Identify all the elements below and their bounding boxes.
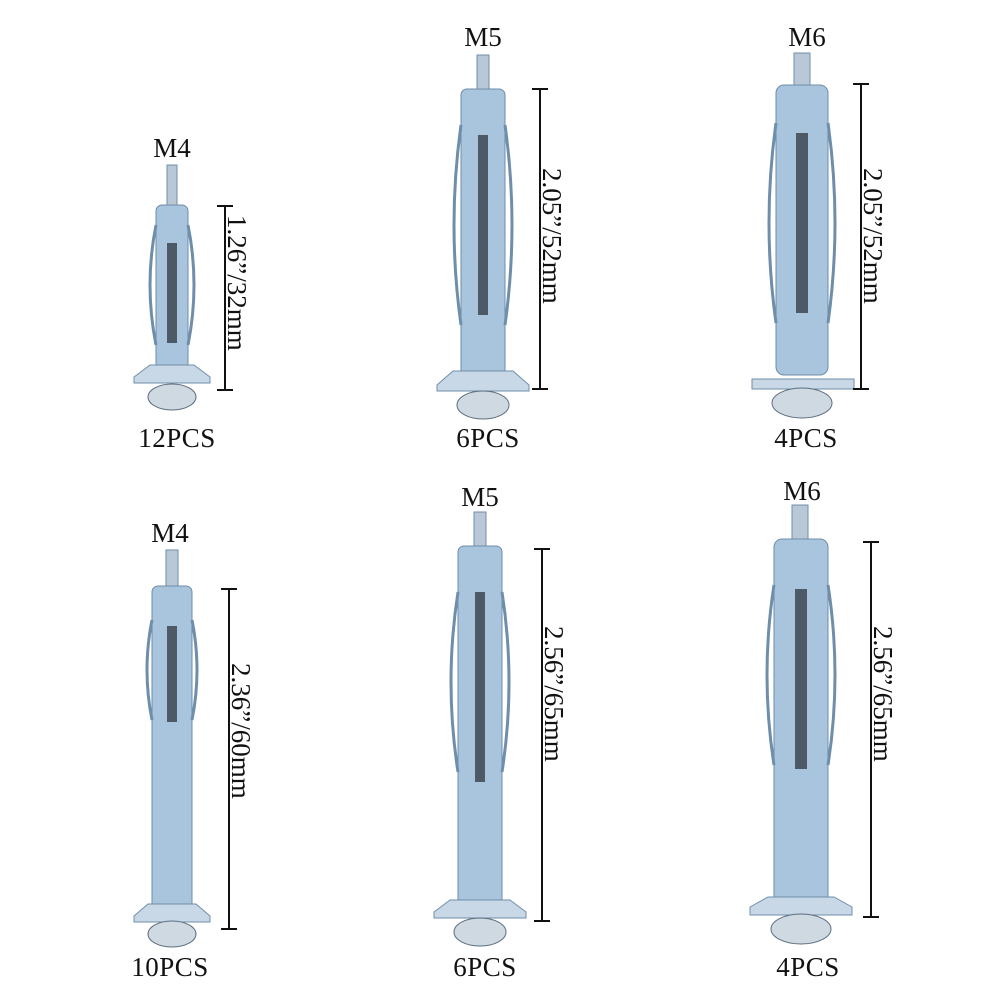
anchor-1-image [133,164,211,411]
anchor-4-size-label: M4 [151,518,189,548]
anchor-2-image [436,54,530,420]
anchor-6-length-label: 2.56”/65mm [868,626,898,762]
anchor-3-length-label: 2.05”/52mm [858,168,888,304]
anchor-5-size-label: M5 [461,482,499,512]
anchor-2-size-label: M5 [464,22,502,52]
anchor-3-quantity-label: 4PCS [774,423,838,453]
anchor-6-size-label: M6 [783,476,821,506]
anchor-1-quantity-label: 12PCS [138,423,216,453]
anchor-5-quantity-label: 6PCS [453,952,517,982]
anchor-4-quantity-label: 10PCS [131,952,209,982]
anchor-4-image [133,549,211,948]
anchor-5-length-label: 2.56”/65mm [539,626,569,762]
anchor-2-length-label: 2.05”/52mm [537,168,567,304]
anchor-3-image [751,52,855,419]
anchor-2-quantity-label: 6PCS [456,423,520,453]
anchor-3-size-label: M6 [788,22,826,52]
anchor-4-length-label: 2.36”/60mm [226,663,256,799]
anchor-6-quantity-label: 4PCS [776,952,840,982]
anchor-5-image [433,511,527,947]
anchor-1-length-label: 1.26”/32mm [222,215,252,351]
anchor-6-image [749,504,853,945]
anchor-1-size-label: M4 [153,133,191,163]
